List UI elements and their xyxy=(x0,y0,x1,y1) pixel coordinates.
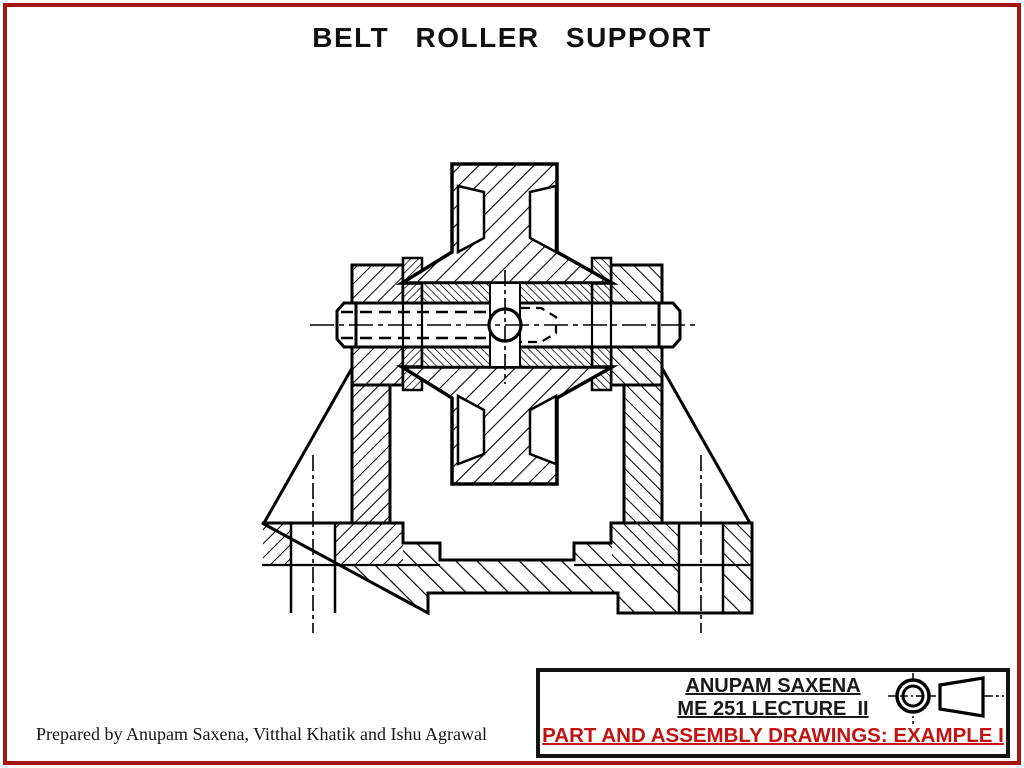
right-gusset xyxy=(660,362,753,525)
page-title: BELT ROLLER SUPPORT xyxy=(312,22,712,53)
base-plate xyxy=(261,521,754,616)
left-bracket-column xyxy=(350,383,392,525)
lecture-topic-line: PART AND ASSEMBLY DRAWINGS: EXAMPLE I xyxy=(542,724,1004,747)
right-bearing-cap xyxy=(609,263,664,387)
projection-cone-view xyxy=(938,676,985,718)
centerlines xyxy=(310,270,702,633)
first-angle-projection-symbol-icon xyxy=(888,673,1004,724)
right-bracket-column xyxy=(622,383,664,525)
author-line: ANUPAM SAXENA xyxy=(685,675,861,697)
left-gusset xyxy=(261,362,354,525)
roller-section-top xyxy=(395,162,619,285)
lecture-line: ME 251 LECTURE II xyxy=(677,698,869,720)
title-block: ANUPAM SAXENA ME 251 LECTURE II PART AND… xyxy=(536,668,1010,758)
credit-text: Prepared by Anupam Saxena, Vitthal Khati… xyxy=(36,724,487,744)
roller-section-bottom xyxy=(395,365,619,486)
